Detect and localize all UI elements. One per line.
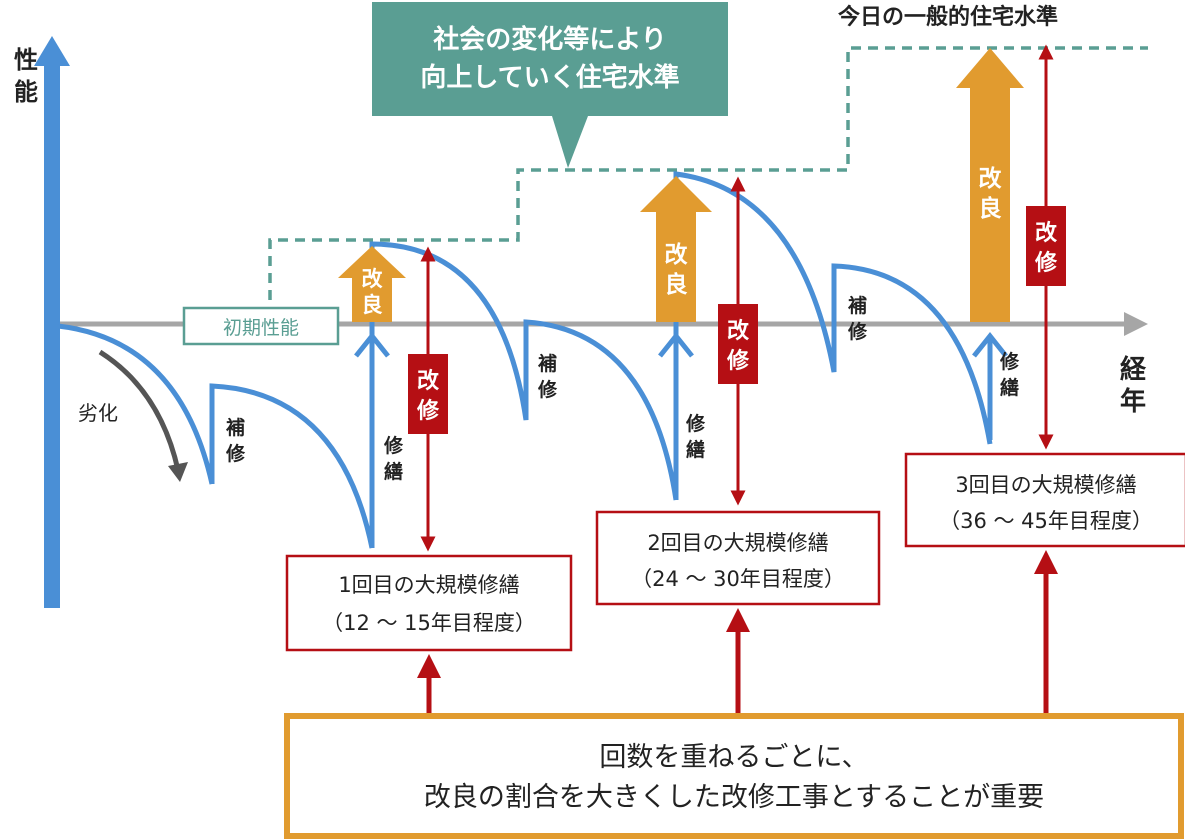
svg-text:修: 修: [416, 398, 440, 424]
svg-text:（36 ～ 45年目程度）: （36 ～ 45年目程度）: [939, 509, 1153, 533]
repair-label-2b: 修: [537, 378, 558, 401]
repair-label-1a: 補: [225, 416, 245, 439]
x-axis-arrowhead: [1124, 312, 1148, 336]
connector-arrowhead-3: [1034, 550, 1058, 574]
major-repair-box-1: 1回目の大規模修繕 （12 ～ 15年目程度）: [285, 554, 573, 652]
svg-text:改: 改: [362, 267, 384, 291]
summary-line-1: 回数を重ねるごとに、: [599, 742, 868, 773]
callout: 社会の変化等により 向上していく住宅水準: [372, 2, 728, 168]
callout-line-2: 向上していく住宅水準: [420, 62, 679, 93]
repair-label-3b: 修: [847, 320, 868, 343]
restoration-label-2a: 修: [685, 412, 706, 435]
y-axis: [34, 36, 70, 608]
svg-text:3回目の大規模修繕: 3回目の大規模修繕: [955, 473, 1136, 497]
repair-label-1b: 修: [225, 442, 246, 465]
svg-text:1回目の大規模修繕: 1回目の大規模修繕: [338, 573, 519, 597]
major-repair-box-3: 3回目の大規模修繕 （36 ～ 45年目程度）: [904, 452, 1185, 548]
degradation-arrow: [98, 349, 181, 471]
restoration-arrows: [354, 331, 1008, 540]
svg-text:（12 ～ 15年目程度）: （12 ～ 15年目程度）: [322, 611, 536, 635]
initial-performance-label: 初期性能: [223, 317, 299, 339]
initial-performance-box: 初期性能: [182, 306, 340, 346]
major-repair-box-2: 2回目の大規模修繕 （24 ～ 30年目程度）: [595, 510, 881, 606]
svg-text:改: 改: [979, 166, 1002, 192]
svg-text:改: 改: [665, 242, 688, 268]
svg-text:2回目の大規模修繕: 2回目の大規模修繕: [647, 531, 828, 555]
housing-standard-line: [268, 46, 1148, 300]
renovation-label-3: 改 修: [1026, 206, 1066, 286]
restoration-label-3a: 修: [999, 350, 1020, 373]
restoration-label-1b: 繕: [384, 460, 403, 483]
y-axis-arrowhead: [34, 36, 70, 66]
improvement-arrow-3: 改 良: [956, 48, 1024, 322]
degradation-label: 劣化: [78, 401, 118, 425]
x-axis-label-2: 年: [1120, 386, 1146, 417]
repair-label-3a: 補: [847, 294, 867, 317]
curve-segment-2: [209, 383, 375, 549]
todays-standard-label: 今日の一般的住宅水準: [838, 4, 1058, 30]
improvement-arrow-2: 改 良: [640, 176, 712, 322]
summary-box: 回数を重ねるごとに、 改良の割合を大きくした改修工事とすることが重要: [284, 713, 1184, 839]
svg-text:改: 改: [417, 368, 440, 394]
improvement-arrow-1: 改 良: [338, 246, 406, 322]
svg-text:修: 修: [726, 348, 750, 374]
svg-text:改: 改: [1035, 220, 1058, 246]
restoration-label-2b: 繕: [686, 438, 705, 461]
summary-connector-arrows: [426, 572, 1049, 714]
svg-text:改: 改: [727, 318, 750, 344]
svg-text:良: 良: [979, 195, 1002, 222]
connector-arrowhead-2: [726, 608, 750, 632]
svg-text:良: 良: [665, 271, 688, 298]
y-axis-label-1: 性: [14, 46, 38, 74]
svg-text:修: 修: [1034, 250, 1058, 276]
restoration-label-1a: 修: [383, 434, 404, 457]
x-axis-label-1: 経: [1120, 354, 1147, 385]
degradation-arrowhead: [168, 462, 188, 482]
renovation-label-2: 改 修: [718, 304, 758, 384]
summary-line-2: 改良の割合を大きくした改修工事とすることが重要: [424, 782, 1044, 813]
restoration-label-3b: 繕: [1000, 376, 1019, 399]
svg-text:（24 ～ 30年目程度）: （24 ～ 30年目程度）: [631, 567, 845, 591]
svg-text:良: 良: [362, 293, 383, 317]
repair-label-2a: 補: [537, 352, 557, 375]
performance-curve: [57, 171, 993, 549]
y-axis-label-2: 能: [14, 78, 38, 106]
connector-arrowhead-1: [417, 654, 441, 678]
curve-segment-1: [57, 323, 215, 485]
callout-line-1: 社会の変化等により: [433, 24, 666, 55]
renovation-label-1: 改 修: [408, 354, 448, 434]
